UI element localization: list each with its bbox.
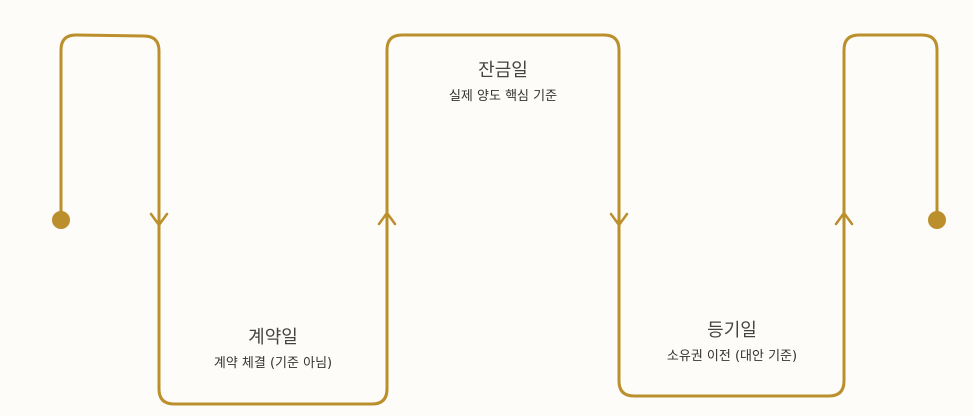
timeline-path — [59, 33, 939, 406]
arrow-up-icon — [377, 211, 397, 226]
arrow-down-icon — [609, 212, 629, 227]
end-dot — [928, 211, 946, 229]
step-title: 계약일 — [248, 327, 298, 348]
step-title: 등기일 — [707, 320, 757, 341]
arrow-down-icon — [149, 212, 169, 227]
step-title: 잔금일 — [478, 60, 528, 81]
step-description: 실제 양도 핵심 기준 — [448, 89, 558, 104]
step-registration-date: 등기일 소유권 이전 (대안 기준) — [667, 320, 797, 366]
step-description: 계약 체결 (기준 아님) — [213, 356, 333, 371]
step-contract-date: 계약일 계약 체결 (기준 아님) — [214, 327, 332, 373]
step-description: 소유권 이전 (대안 기준) — [666, 349, 798, 364]
start-dot — [52, 211, 70, 229]
arrow-up-icon — [834, 211, 854, 226]
step-balance-payment-date: 잔금일 실제 양도 핵심 기준 — [449, 60, 557, 106]
